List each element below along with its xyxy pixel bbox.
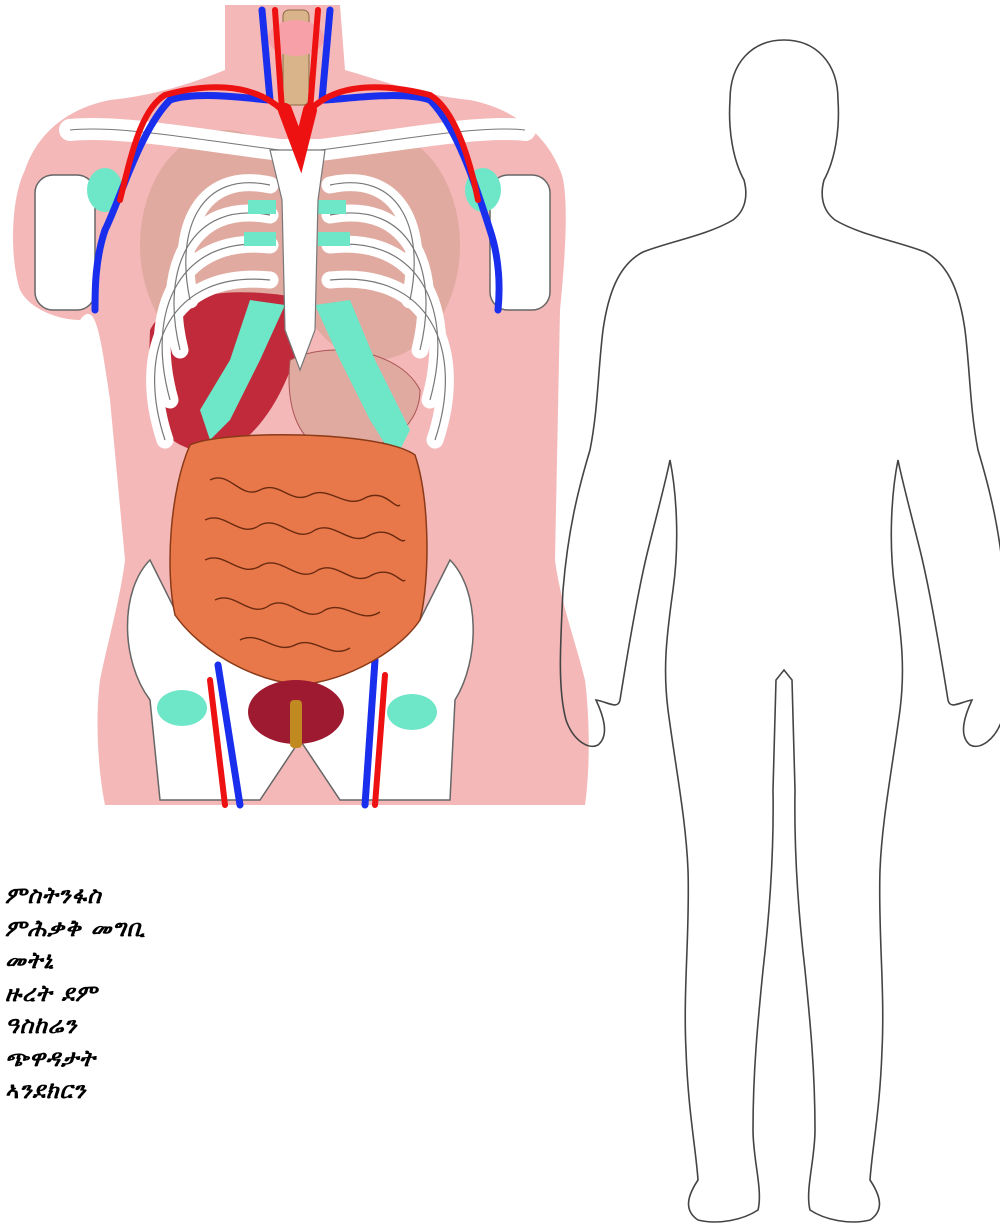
label-respiratory[interactable]: ምስትንፋስ [5, 880, 146, 913]
silhouette-outline [560, 40, 1000, 1222]
label-nervous[interactable]: መትኒ [5, 945, 146, 978]
label-renal[interactable]: ኣንደክርን [5, 1075, 146, 1108]
label-skeletal[interactable]: ዓስከሬን [5, 1010, 146, 1043]
label-muscular[interactable]: ጭዋዳታት [5, 1043, 146, 1076]
left-humerus [35, 175, 95, 310]
human-body-silhouette [548, 30, 1000, 1232]
label-digestive[interactable]: ምሕቃቅ መግቢ [5, 913, 146, 946]
right-rib-cartilage-2 [318, 232, 350, 246]
urethra [290, 700, 302, 748]
right-rib-cartilage-1 [318, 200, 346, 214]
organ-system-labels: ምስትንፋስ ምሕቃቅ መግቢ መትኒ ዙረት ደም ዓስከሬን ጭዋዳታት ኣ… [5, 880, 146, 1108]
right-hip-cartilage [387, 694, 437, 730]
anatomy-torso-diagram [0, 0, 600, 810]
large-intestine [170, 435, 427, 685]
left-hip-cartilage [157, 690, 207, 726]
left-rib-cartilage-2 [244, 232, 276, 246]
left-rib-cartilage-1 [248, 200, 276, 214]
label-circulatory[interactable]: ዙረት ደም [5, 978, 146, 1011]
